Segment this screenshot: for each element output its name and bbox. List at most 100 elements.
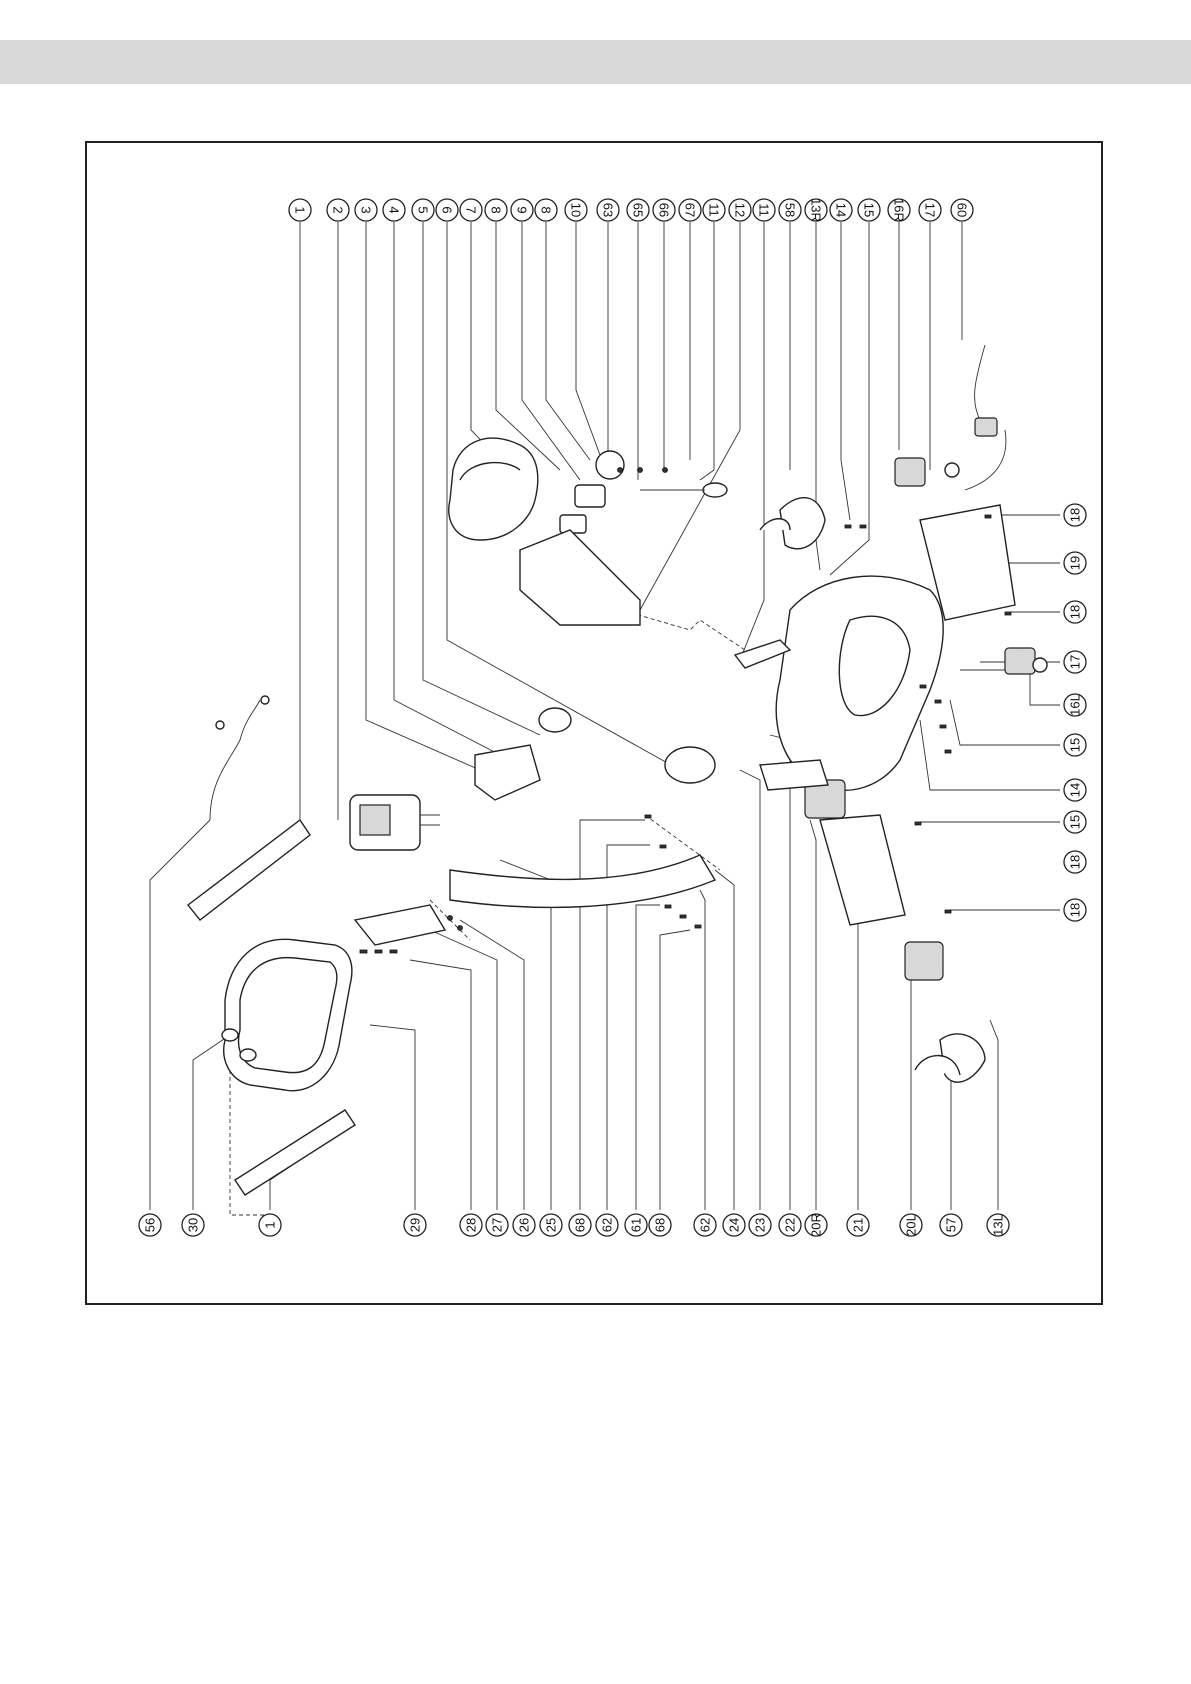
- callout-number: 16R: [892, 198, 907, 222]
- callout-56: 56: [139, 1214, 161, 1236]
- callout-number: 11: [707, 203, 722, 217]
- seat-clamp: [575, 485, 605, 507]
- callout-number: 28: [464, 1218, 479, 1232]
- callout-68: 68: [569, 1214, 591, 1236]
- callout-number: 15: [1068, 738, 1083, 752]
- callout-number: 18: [1068, 903, 1083, 917]
- callout-5: 5: [412, 199, 434, 221]
- callout-number: 62: [600, 1218, 615, 1232]
- callout-1: 1: [259, 1214, 281, 1236]
- handle-grip-top: [188, 820, 310, 920]
- callout-8: 8: [485, 199, 507, 221]
- power-adapter-cable: [975, 345, 985, 420]
- callout-number: 66: [657, 203, 672, 217]
- callout-number: 7: [464, 206, 479, 213]
- callout-number: 3: [359, 206, 374, 213]
- front-stabilizer: [820, 815, 905, 925]
- callout-17: 17: [919, 199, 941, 221]
- callout-number: 57: [944, 1218, 959, 1232]
- callout-number: 16L: [1068, 694, 1083, 716]
- callout-number: 13R: [809, 198, 824, 222]
- callout-number: 15: [1068, 815, 1083, 829]
- callout-16L: 16L: [1064, 694, 1086, 716]
- callout-number: 27: [490, 1218, 505, 1232]
- callout-4: 4: [383, 199, 405, 221]
- callout-number: 4: [387, 206, 402, 213]
- callout-60: 60: [951, 199, 973, 221]
- power-adapter: [975, 418, 997, 436]
- callout-26: 26: [513, 1214, 535, 1236]
- callout-12: 12: [729, 199, 751, 221]
- handle-grip-bottom: [235, 1110, 355, 1195]
- callout-22: 22: [779, 1214, 801, 1236]
- callout-13L: 13L: [987, 1214, 1009, 1236]
- seat-post: [520, 530, 640, 625]
- end-cap-top: [895, 458, 925, 486]
- callout-number: 5: [416, 206, 431, 213]
- callout-61: 61: [625, 1214, 647, 1236]
- frame-connector: [760, 760, 828, 790]
- callout-number: 60: [955, 203, 970, 217]
- callout-57: 57: [940, 1214, 962, 1236]
- callout-number: 24: [727, 1218, 742, 1232]
- callout-20L: 20L: [900, 1214, 922, 1236]
- callout-25: 25: [540, 1214, 562, 1236]
- callout-24: 24: [723, 1214, 745, 1236]
- callout-number: 17: [923, 203, 938, 217]
- callout-number: 63: [601, 203, 616, 217]
- callout-1: 1: [289, 199, 311, 221]
- callout-number: 10: [569, 203, 584, 217]
- callout-14: 14: [1064, 779, 1086, 801]
- callout-15: 15: [1064, 734, 1086, 756]
- callout-number: 56: [143, 1218, 158, 1232]
- callout-number: 65: [631, 203, 646, 217]
- callout-62: 62: [596, 1214, 618, 1236]
- callout-number: 19: [1068, 556, 1083, 570]
- callout-21: 21: [847, 1214, 869, 1236]
- callout-15: 15: [858, 199, 880, 221]
- end-cap-bottom: [1005, 648, 1035, 674]
- handlebar-cover: [355, 905, 445, 945]
- callout-62: 62: [694, 1214, 716, 1236]
- callout-68: 68: [649, 1214, 671, 1236]
- callout-number: 1: [293, 206, 308, 213]
- callout-number: 25: [544, 1218, 559, 1232]
- callout-number: 14: [1068, 783, 1083, 797]
- callout-58: 58: [779, 199, 801, 221]
- callout-number: 6: [440, 206, 455, 213]
- callout-19: 19: [1064, 552, 1086, 574]
- callout-28: 28: [460, 1214, 482, 1236]
- callout-18: 18: [1064, 851, 1086, 873]
- callout-number: 15: [862, 203, 877, 217]
- parts: [188, 345, 1047, 1195]
- callout-number: 26: [517, 1218, 532, 1232]
- console-bracket: [475, 745, 540, 800]
- callout-number: 67: [683, 203, 698, 217]
- callout-number: 68: [573, 1218, 588, 1232]
- callout-number: 9: [515, 206, 530, 213]
- callout-30: 30: [182, 1214, 204, 1236]
- cover-cap: [665, 747, 715, 783]
- callout-number: 68: [653, 1218, 668, 1232]
- callout-number: 18: [1068, 508, 1083, 522]
- callout-11: 11: [753, 199, 775, 221]
- callouts-top: 123456789810636566671112115813R141516R17…: [289, 198, 973, 222]
- callout-23: 23: [749, 1214, 771, 1236]
- callout-8: 8: [535, 199, 557, 221]
- callout-13R: 13R: [805, 198, 827, 222]
- callout-15: 15: [1064, 811, 1086, 833]
- callout-number: 29: [408, 1218, 423, 1232]
- callout-number: 58: [783, 203, 798, 217]
- callout-18: 18: [1064, 899, 1086, 921]
- callout-18: 18: [1064, 504, 1086, 526]
- callout-67: 67: [679, 199, 701, 221]
- callout-10: 10: [565, 199, 587, 221]
- callout-2: 2: [327, 199, 349, 221]
- callout-number: 11: [757, 203, 772, 217]
- callout-16R: 16R: [888, 198, 910, 222]
- callout-number: 23: [753, 1218, 768, 1232]
- callout-number: 14: [834, 203, 849, 217]
- callout-18: 18: [1064, 601, 1086, 623]
